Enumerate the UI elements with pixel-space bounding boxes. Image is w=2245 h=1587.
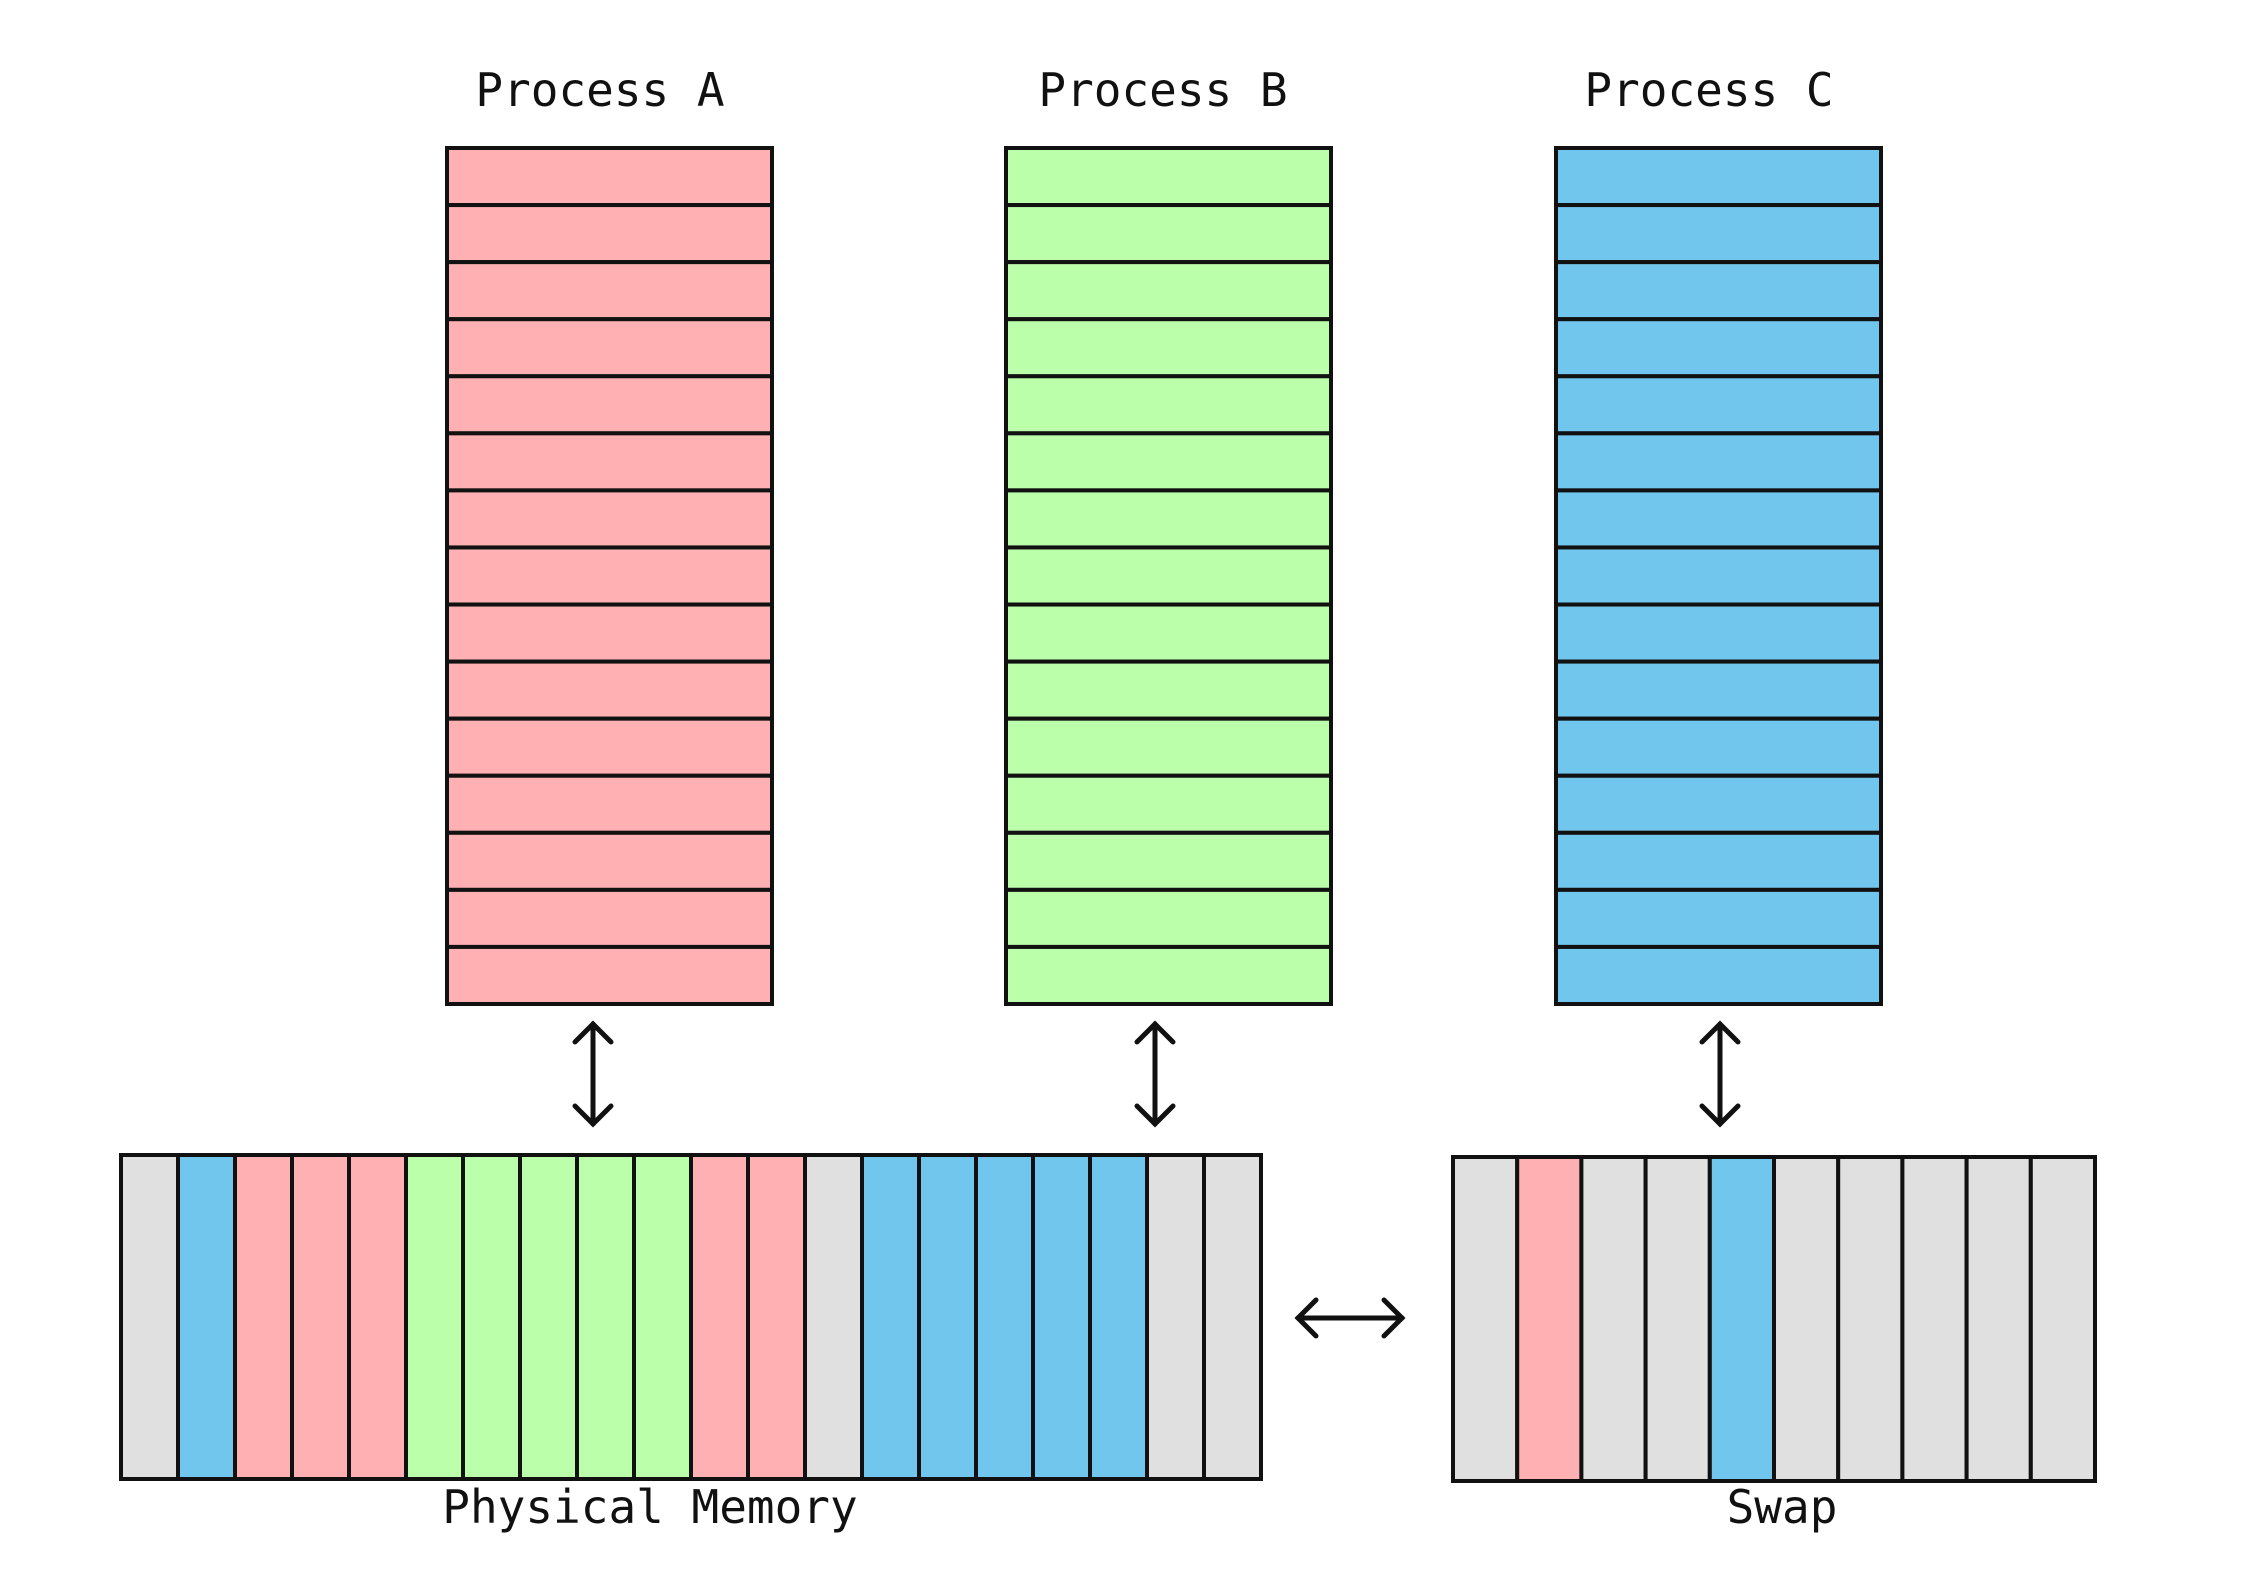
memory-frame [575,1153,636,1481]
process-c-page [1554,830,1883,892]
process-a-memory-arrow-icon [572,1020,614,1128]
process-c-page [1554,944,1883,1007]
process-a-page [445,545,774,607]
memory-frame [1202,1153,1263,1481]
swap-slot [2028,1155,2098,1483]
memory-frame [803,1153,864,1481]
process-a-page [445,146,774,208]
process-c-page [1554,431,1883,493]
memory-frame [290,1153,351,1481]
process-b-page [1004,317,1333,379]
process-c-page [1554,887,1883,949]
process-b-page [1004,773,1333,835]
process-b-title: Process B [1038,63,1287,117]
swap-slot [1515,1155,1584,1483]
swap-slot [1836,1155,1905,1483]
process-c-page [1554,545,1883,607]
process-c-page-stack [1554,146,1883,1007]
memory-frame [746,1153,807,1481]
memory-frame [176,1153,237,1481]
physical-memory-label: Physical Memory [442,1480,857,1534]
process-a-page [445,260,774,322]
process-c-page [1554,203,1883,265]
process-a-page [445,203,774,265]
process-b-page [1004,545,1333,607]
process-b-page [1004,887,1333,949]
process-a-page [445,374,774,436]
swap-label: Swap [1727,1480,1838,1534]
memory-frame [917,1153,978,1481]
memory-frame [1145,1153,1206,1481]
swap-slot [1643,1155,1712,1483]
memory-frame [860,1153,921,1481]
process-b-page [1004,488,1333,550]
memory-frame [1088,1153,1149,1481]
memory-frame [518,1153,579,1481]
swap-slot [1964,1155,2033,1483]
process-c-page [1554,317,1883,379]
memory-swap-arrow-icon [1294,1297,1406,1339]
process-a-page [445,944,774,1007]
memory-frame [1031,1153,1092,1481]
process-a-page [445,431,774,493]
memory-frame [404,1153,465,1481]
process-b-page [1004,374,1333,436]
memory-frame [347,1153,408,1481]
process-a-page-stack [445,146,774,1007]
process-c-page [1554,374,1883,436]
process-b-page [1004,716,1333,778]
process-b-page-stack [1004,146,1333,1007]
process-a-page [445,716,774,778]
process-c-page [1554,659,1883,721]
process-c-page [1554,488,1883,550]
process-b-memory-arrow-icon [1134,1020,1176,1128]
swap-slot [1579,1155,1648,1483]
process-b-page [1004,830,1333,892]
process-a-page [445,773,774,835]
process-a-page [445,887,774,949]
process-a-page [445,659,774,721]
process-c-swap-arrow-icon [1699,1020,1741,1128]
process-c-page [1554,146,1883,208]
memory-frame [632,1153,693,1481]
process-b-page [1004,260,1333,322]
process-c-page [1554,773,1883,835]
process-a-page [445,830,774,892]
memory-frame [119,1153,180,1481]
memory-frame [233,1153,294,1481]
swap-slot [1707,1155,1777,1483]
process-c-title: Process C [1584,63,1833,117]
process-b-page [1004,659,1333,721]
process-a-page [445,317,774,379]
swap-slots [1451,1155,2098,1483]
process-c-page [1554,716,1883,778]
process-a-page [445,488,774,550]
swap-slot [1772,1155,1841,1483]
process-c-page [1554,602,1883,664]
physical-memory-frames [119,1153,1263,1481]
process-b-page [1004,203,1333,265]
process-b-page [1004,431,1333,493]
process-a-page [445,602,774,664]
process-b-page [1004,944,1333,1007]
swap-slot [1900,1155,1969,1483]
memory-frame [461,1153,522,1481]
memory-frame [689,1153,750,1481]
swap-slot [1451,1155,1520,1483]
memory-frame [974,1153,1035,1481]
process-a-title: Process A [475,63,724,117]
process-b-page [1004,146,1333,208]
process-c-page [1554,260,1883,322]
process-b-page [1004,602,1333,664]
